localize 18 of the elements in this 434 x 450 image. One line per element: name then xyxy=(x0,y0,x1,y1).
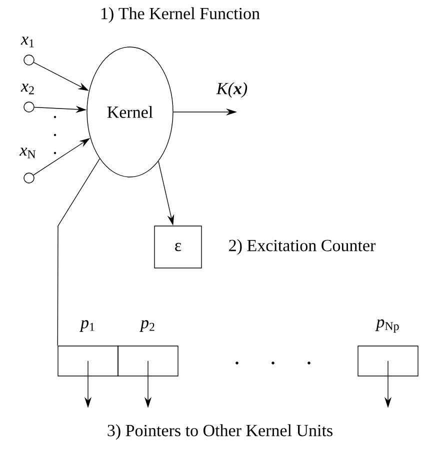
title: 1) The Kernel Function xyxy=(101,7,260,23)
variable-label: p$_{Np}$ xyxy=(375,319,399,333)
pointer-cell xyxy=(118,346,178,376)
pointer-cell xyxy=(58,346,118,376)
variable-label: x$_{1}$ xyxy=(20,36,34,48)
pointer-cell xyxy=(358,346,418,376)
connector-line xyxy=(57,158,100,346)
node-caption: 2) Excitation Counter xyxy=(229,239,376,255)
variable-label: x$_{2}$ xyxy=(20,84,34,94)
variable-label: p$_{2}$ xyxy=(140,320,154,332)
caption: 3) Pointers to Other Kernel Units xyxy=(108,424,332,440)
variable-label: x$_{N}$ xyxy=(19,148,36,158)
input-circle xyxy=(24,54,34,66)
counter-box: ε xyxy=(154,226,202,268)
input-circle xyxy=(24,102,34,112)
edge-label: K(x) xyxy=(216,82,248,98)
variable-label: p$_{1}$ xyxy=(80,320,94,332)
input-circle xyxy=(24,172,34,184)
